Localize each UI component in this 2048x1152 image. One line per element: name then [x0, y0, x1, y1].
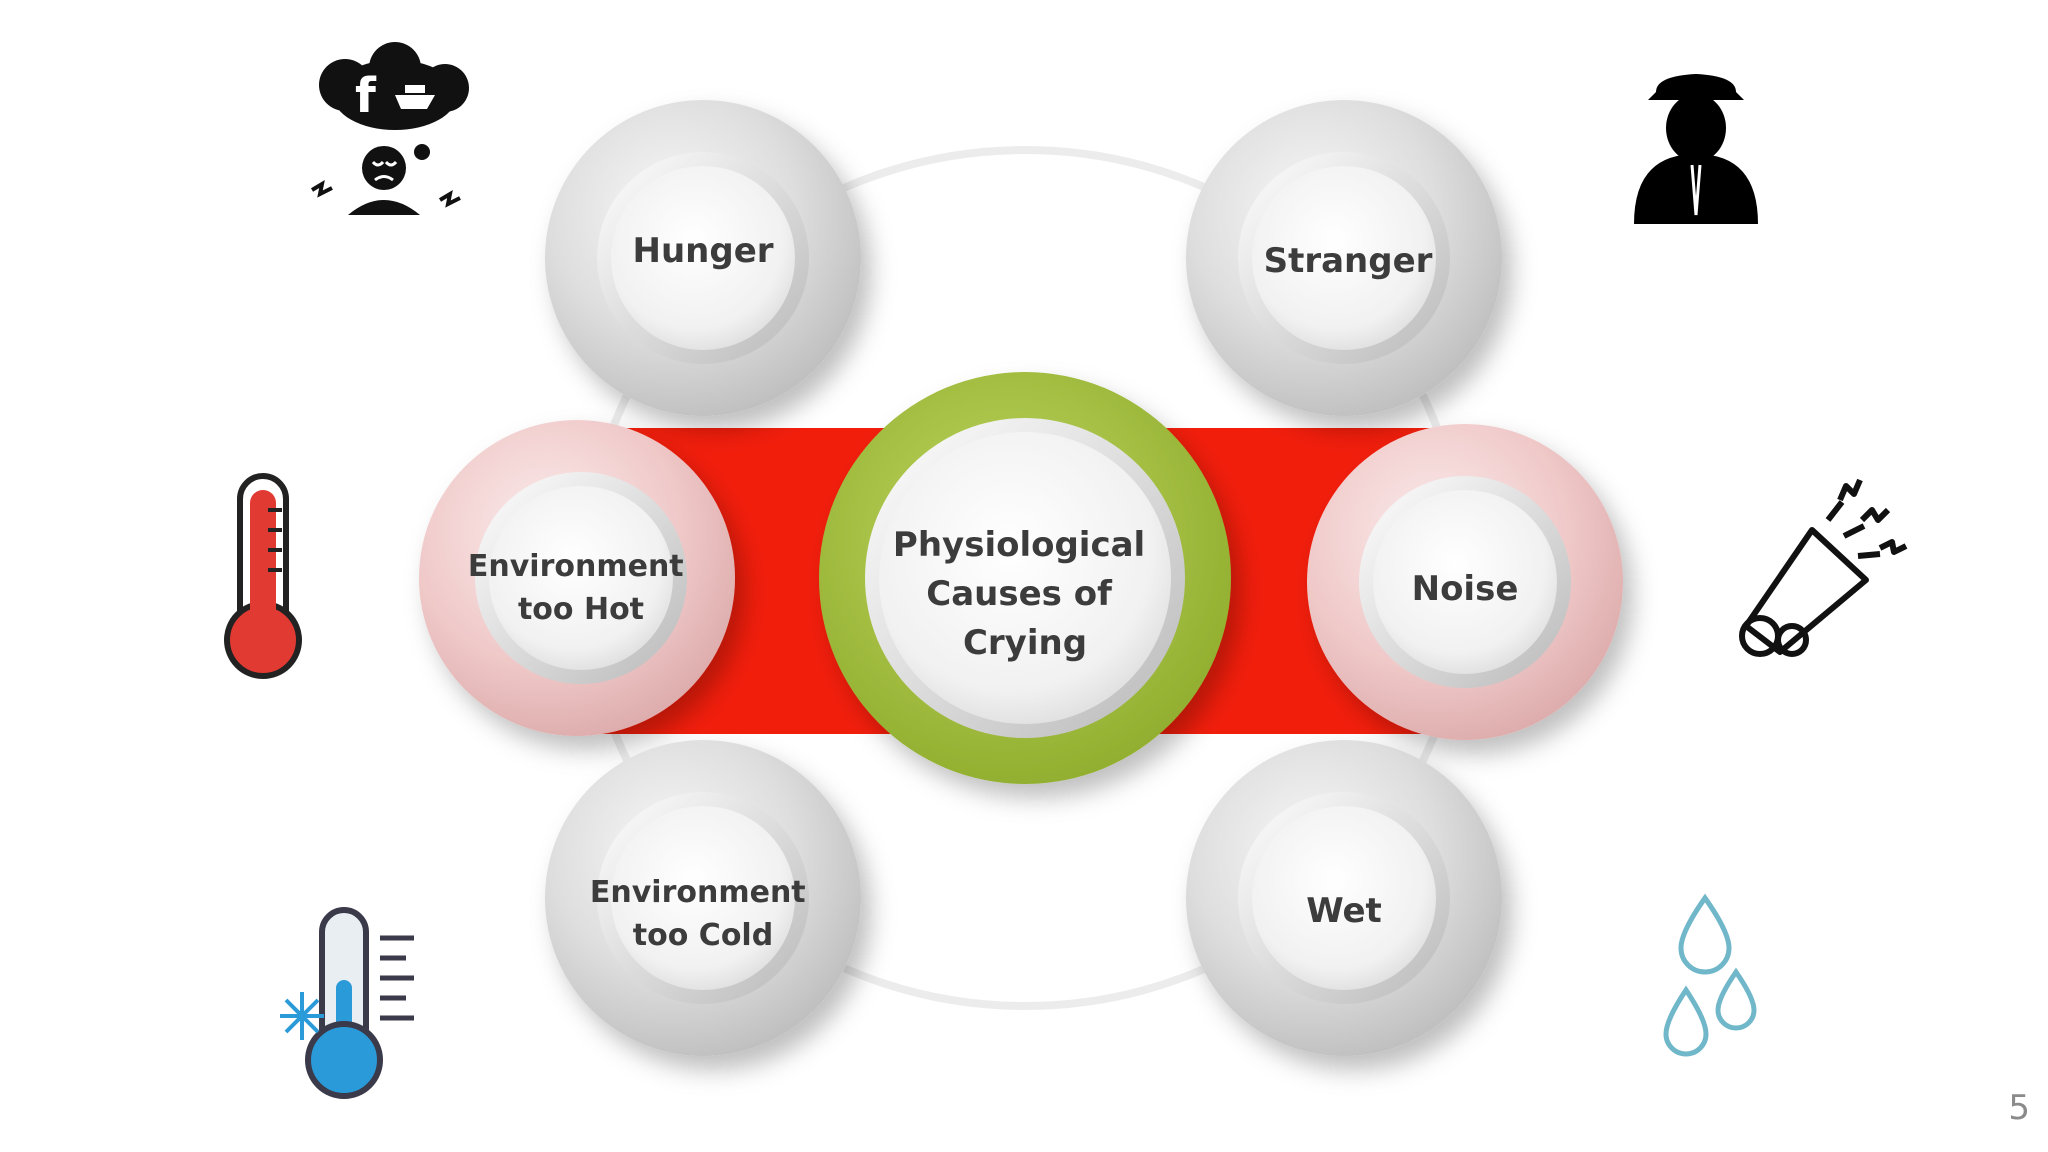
hunger-label: Hunger [632, 231, 773, 271]
noise-label: Noise [1412, 569, 1519, 609]
water-drops-icon [1663, 893, 1757, 1057]
stranger-silhouette-icon [1634, 74, 1758, 224]
megaphone-icon [1739, 478, 1908, 657]
hot-thermometer-icon [224, 473, 302, 679]
node-noise [1307, 424, 1623, 740]
node-wet [1186, 740, 1502, 1056]
node-center [819, 372, 1231, 784]
cold-label: Environment too Cold [590, 875, 816, 953]
svg-text:f: f [355, 68, 377, 124]
node-stranger [1186, 100, 1502, 416]
stranger-label: Stranger [1264, 241, 1433, 281]
center-label: Physiological Causes of Crying [893, 525, 1157, 663]
page-number: 5 [2008, 1088, 2030, 1128]
node-hot [419, 420, 735, 736]
node-cold [545, 740, 861, 1056]
hungry-person-icon: f [310, 42, 469, 215]
node-hunger [545, 100, 861, 416]
cold-thermometer-icon [280, 907, 414, 1099]
wet-label: Wet [1306, 891, 1382, 931]
hot-label: Environment too Hot [468, 549, 694, 627]
